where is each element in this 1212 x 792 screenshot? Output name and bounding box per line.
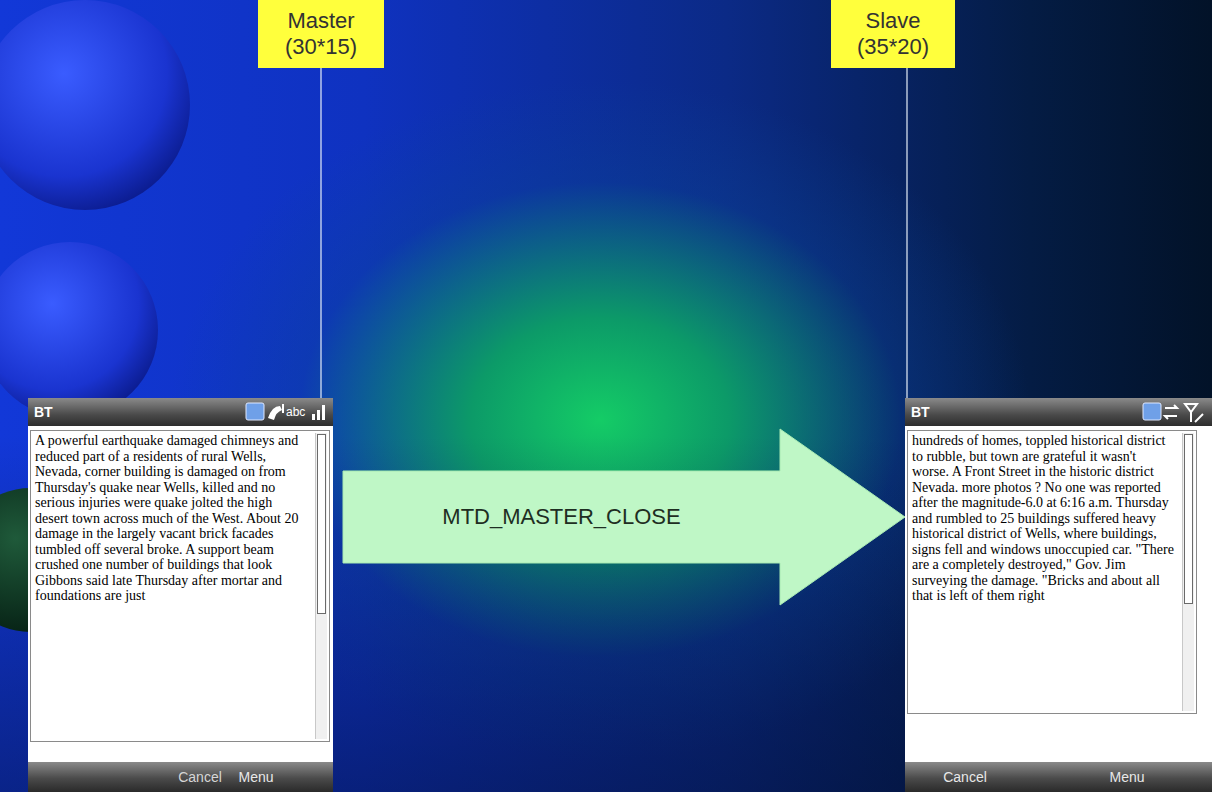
signal-icon [1185,404,1197,422]
window-title: BT [911,403,930,421]
scroll-thumb [1184,434,1193,604]
text-box: hundreds of homes, toppled historical di… [907,430,1197,714]
title-bar: BT abc [28,398,333,426]
softkey-label: Menu [1109,769,1144,785]
sphere [0,242,158,418]
leader-line [320,68,321,398]
article-text: A powerful earthquake damaged chimneys a… [35,433,309,604]
sphere [0,0,190,210]
signal-bar [317,410,320,420]
scroll-thumb [317,434,326,614]
phone-screen: BT abc A powerful earthquake damaged chimn… [28,398,333,792]
input-mode: abc [286,405,305,419]
signal-bar [322,405,325,420]
edge-label: MTD_MASTER_CLOSE [442,504,680,530]
softkey-label: Cancel [178,769,222,785]
tag-label: Master (30*15) [264,8,378,60]
softkey-label: Menu [238,769,273,785]
window-title: BT [34,403,53,421]
softkey-bar: Cancel Menu [905,762,1212,792]
phone-icon [268,406,282,420]
app-icon [246,403,264,420]
leader-line [906,68,907,398]
alert-icon [282,404,284,413]
signal-bar [312,414,315,420]
article-text: hundreds of homes, toppled historical di… [912,433,1176,604]
block-arrow [343,429,905,605]
title-bar: BT [905,398,1212,426]
text-box: A powerful earthquake damaged chimneys a… [30,430,330,742]
signal-off [1195,414,1203,422]
connection-icon [1165,405,1177,419]
app-icon [1143,403,1161,420]
tag-label: Slave (35*20) [837,8,949,60]
phone-screen: BT hundreds of homes, toppled historical … [905,398,1212,792]
status-icons [905,398,1212,426]
device-tag: Slave (35*20) [831,0,955,68]
softkey-bar: Cancel Menu [28,762,333,792]
device-tag: Master (30*15) [258,0,384,68]
softkey-label: Cancel [943,769,987,785]
